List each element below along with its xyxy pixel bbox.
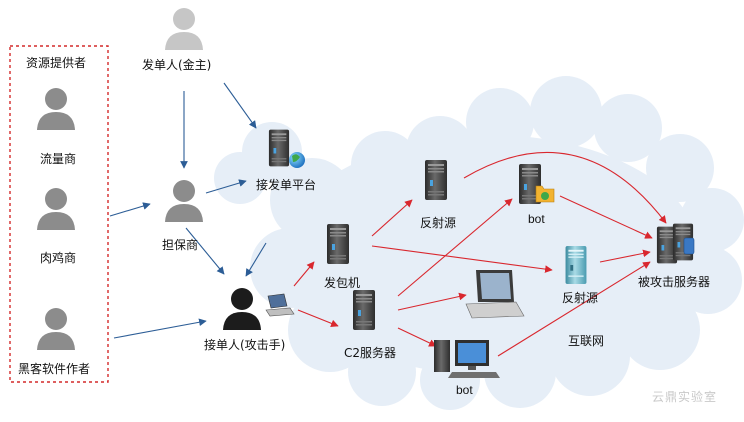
platform-label: 接发单平台 <box>256 178 317 192</box>
traffic-dealer-person-icon <box>37 88 75 130</box>
attacker-label: 接单人(攻击手) <box>204 338 286 352</box>
packet-sender-label: 发包机 <box>324 276 361 290</box>
desktop-bot-icon <box>434 340 500 378</box>
bot-top-label: bot <box>528 212 545 226</box>
broiler-dealer-person-icon <box>37 188 75 230</box>
reflector-top-server-icon <box>425 160 447 200</box>
platform-server-icon <box>268 129 305 168</box>
reflector-right-label: 反射源 <box>562 291 599 305</box>
victim-label: 被攻击服务器 <box>638 275 711 289</box>
internet-label: 互联网 <box>568 334 605 348</box>
attack-flow-arrows <box>293 151 667 357</box>
traffic-dealer-label: 流量商 <box>40 152 77 166</box>
packet-sender-server-icon <box>327 224 349 264</box>
reflector-right-server-icon <box>565 246 587 284</box>
laptop-bot-icon <box>465 270 525 319</box>
sender-label: 发单人(金主) <box>142 58 212 72</box>
c2-server-label: C2服务器 <box>344 346 397 360</box>
business-flow-arrows <box>109 82 267 339</box>
attacker-person-icon <box>223 288 261 330</box>
internet-cloud <box>214 76 744 410</box>
reflector-top-label: 反射源 <box>420 216 457 230</box>
bot-bottom-label: bot <box>456 383 473 397</box>
software-author-label: 黑客软件作者 <box>18 362 91 376</box>
resource-provider-box <box>9 45 109 383</box>
bot-top-server-icon <box>519 164 555 204</box>
sender-person-icon <box>165 8 203 50</box>
broiler-dealer-label: 肉鸡商 <box>40 251 77 265</box>
software-author-person-icon <box>37 308 75 350</box>
guarantor-person-icon <box>165 180 203 222</box>
resource-provider-title: 资源提供者 <box>26 56 87 70</box>
victim-server-icon <box>656 223 695 264</box>
guarantor-label: 担保商 <box>162 238 199 252</box>
attacker-laptop-icon <box>265 293 295 317</box>
watermark: 云鼎实验室 <box>652 390 718 404</box>
c2-server-icon <box>353 290 375 330</box>
